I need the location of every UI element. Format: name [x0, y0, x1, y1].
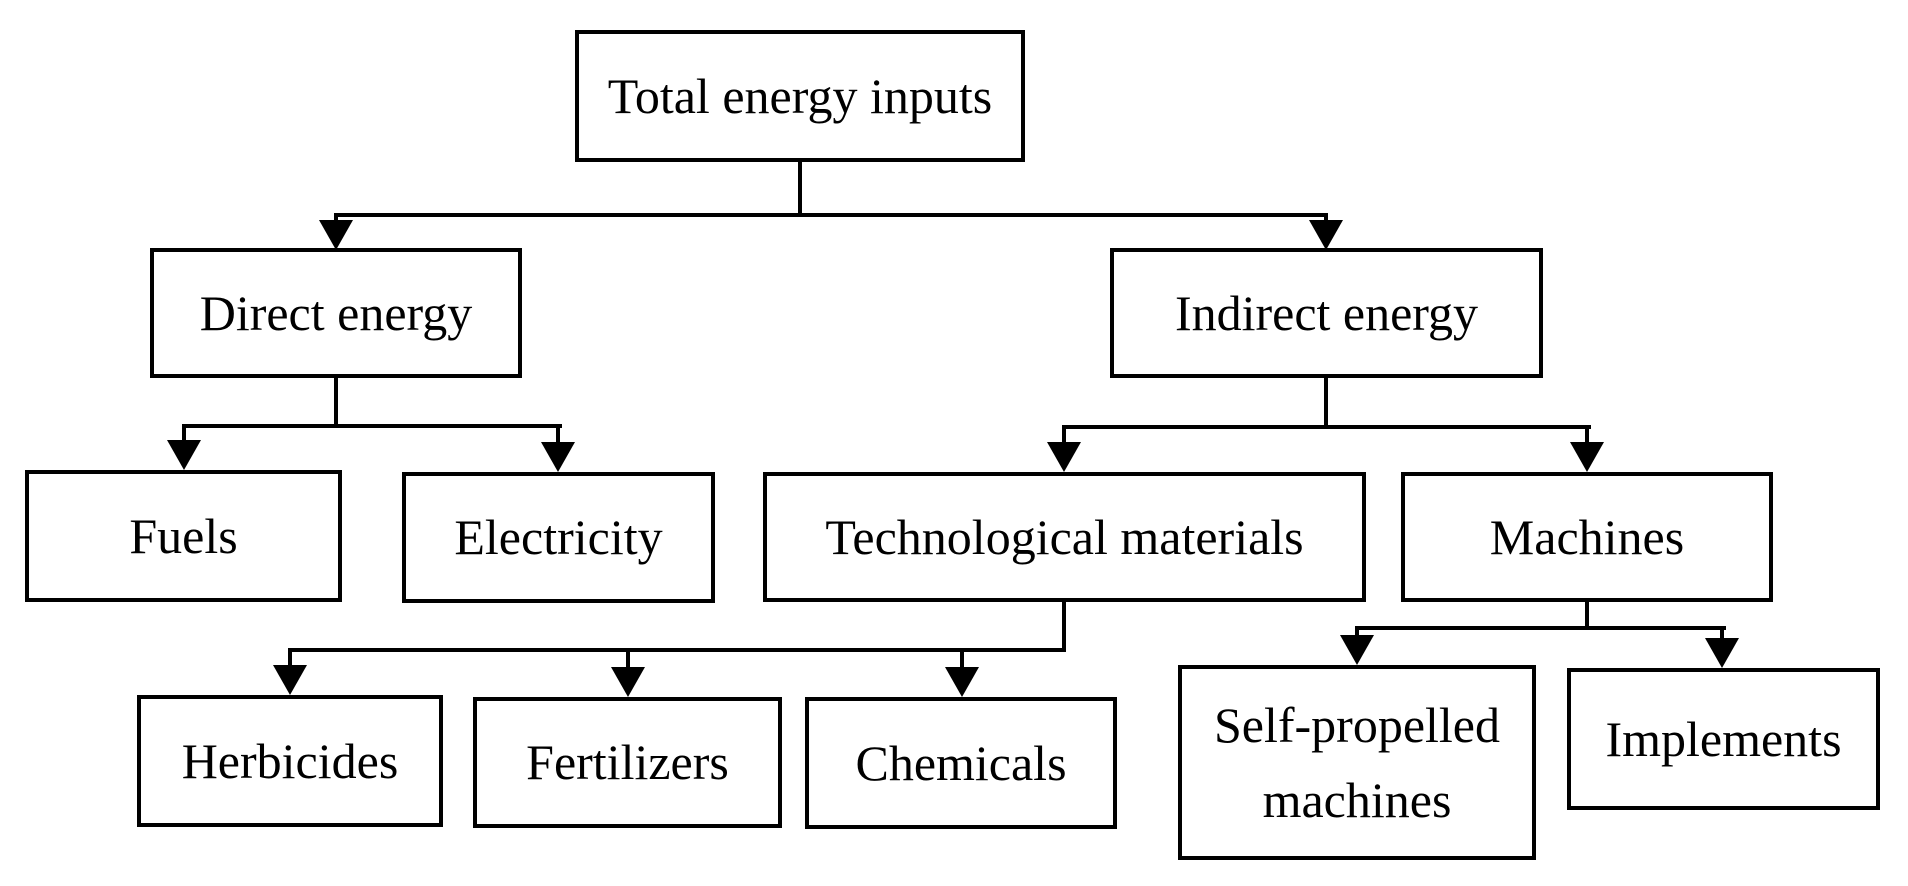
- connector-direct-stem: [334, 378, 338, 428]
- node-indirect-energy-label: Indirect energy: [1174, 284, 1479, 341]
- connector-total-stem: [798, 162, 802, 217]
- node-total-energy-inputs-label: Total energy inputs: [607, 67, 993, 124]
- arrowhead-into-electricity: [541, 442, 575, 472]
- connector-total-crossbar: [334, 213, 1328, 217]
- arrowhead-into-fertilizers: [611, 667, 645, 697]
- connector-machines-to-spm-stub: [1355, 626, 1359, 637]
- node-technological-materials: Technological materials: [763, 472, 1366, 602]
- connector-machines-stem: [1585, 602, 1589, 630]
- node-implements: Implements: [1567, 668, 1880, 810]
- connector-tech-to-fertilizers-stub: [626, 648, 630, 669]
- node-electricity: Electricity: [402, 472, 715, 603]
- arrowhead-into-technological-materials: [1047, 442, 1081, 472]
- connector-direct-crossbar: [182, 424, 562, 428]
- node-chemicals: Chemicals: [805, 697, 1117, 829]
- connector-tech-crossbar: [288, 648, 1066, 652]
- connector-tech-stem: [1062, 602, 1066, 652]
- node-technological-materials-label: Technological materials: [825, 508, 1304, 565]
- node-fertilizers-label: Fertilizers: [526, 734, 729, 790]
- arrowhead-into-self-propelled-machines: [1340, 635, 1374, 665]
- connector-tech-to-herbicides-stub: [288, 648, 292, 667]
- node-herbicides: Herbicides: [137, 695, 443, 827]
- node-self-propelled-machines-label: Self-propelled machines: [1213, 696, 1500, 828]
- node-direct-energy-label: Direct energy: [199, 284, 473, 341]
- node-indirect-energy: Indirect energy: [1110, 248, 1543, 378]
- node-fuels: Fuels: [25, 470, 342, 602]
- node-direct-energy: Direct energy: [150, 248, 522, 378]
- connector-indirect-crossbar: [1062, 425, 1591, 429]
- node-machines: Machines: [1401, 472, 1773, 602]
- connector-total-to-direct-stub: [334, 213, 338, 223]
- arrowhead-into-chemicals: [945, 667, 979, 697]
- connector-indirect-stem: [1324, 378, 1328, 429]
- connector-total-to-indirect-stub: [1324, 213, 1328, 223]
- connector-machines-crossbar: [1355, 626, 1726, 630]
- node-fertilizers: Fertilizers: [473, 697, 782, 828]
- node-self-propelled-machines: Self-propelled machines: [1178, 665, 1536, 860]
- arrowhead-into-herbicides: [273, 665, 307, 695]
- arrowhead-into-fuels: [167, 440, 201, 470]
- arrowhead-into-direct-energy: [319, 220, 353, 250]
- node-herbicides-label: Herbicides: [181, 732, 399, 789]
- node-fuels-label: Fuels: [129, 507, 238, 564]
- connector-indirect-to-tech-stub: [1062, 425, 1066, 442]
- arrowhead-into-implements: [1705, 638, 1739, 668]
- connector-direct-to-fuels-stub: [182, 424, 186, 442]
- node-implements-label: Implements: [1605, 710, 1842, 767]
- connector-machines-to-implements-stub: [1720, 626, 1724, 640]
- connector-indirect-to-machines-stub: [1585, 425, 1589, 442]
- node-total-energy-inputs: Total energy inputs: [575, 30, 1025, 162]
- connector-direct-to-electricity-stub: [556, 424, 560, 442]
- node-electricity-label: Electricity: [454, 509, 663, 565]
- node-machines-label: Machines: [1489, 508, 1685, 565]
- node-chemicals-label: Chemicals: [855, 734, 1067, 791]
- connector-tech-to-chemicals-stub: [960, 648, 964, 669]
- arrowhead-into-machines: [1570, 442, 1604, 472]
- arrowhead-into-indirect-energy: [1309, 220, 1343, 250]
